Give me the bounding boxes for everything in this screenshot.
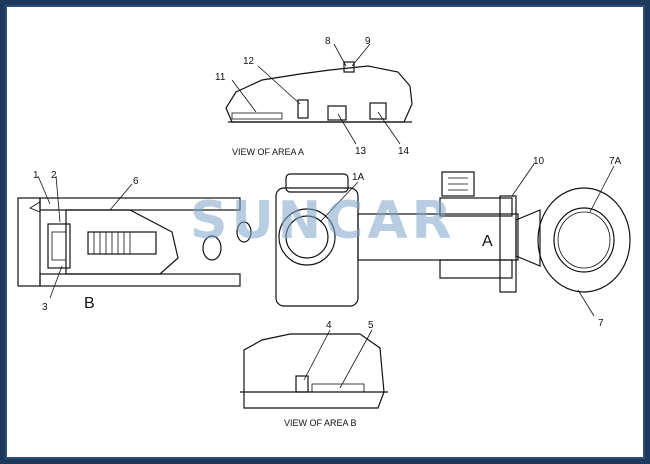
area-a-detail [225,43,413,145]
callout-1: 1 [33,170,39,181]
callout-9: 9 [365,36,371,47]
callout-1a: 1A [352,172,365,183]
callout-10: 10 [533,156,545,167]
callout-7a: 7A [609,156,622,167]
callout-12: 12 [243,56,255,67]
callout-14: 14 [398,146,410,157]
area-a-caption: VIEW OF AREA A [232,147,304,157]
callout-11: 11 [215,72,226,83]
callout-2: 2 [51,170,57,181]
callout-5: 5 [368,320,374,331]
callout-13: 13 [355,146,367,157]
callout-6: 6 [133,176,139,187]
callout-8: 8 [325,36,331,47]
area-b-detail [240,329,388,409]
area-b-marker: B [84,295,95,312]
watermark: SUNCAR [190,191,456,251]
area-a-marker: A [482,233,493,250]
callout-4: 4 [326,320,332,331]
callout-7: 7 [598,318,604,329]
area-b-caption: VIEW OF AREA B [284,418,357,428]
callout-3: 3 [42,302,48,313]
cylinder-assembly [17,163,631,317]
